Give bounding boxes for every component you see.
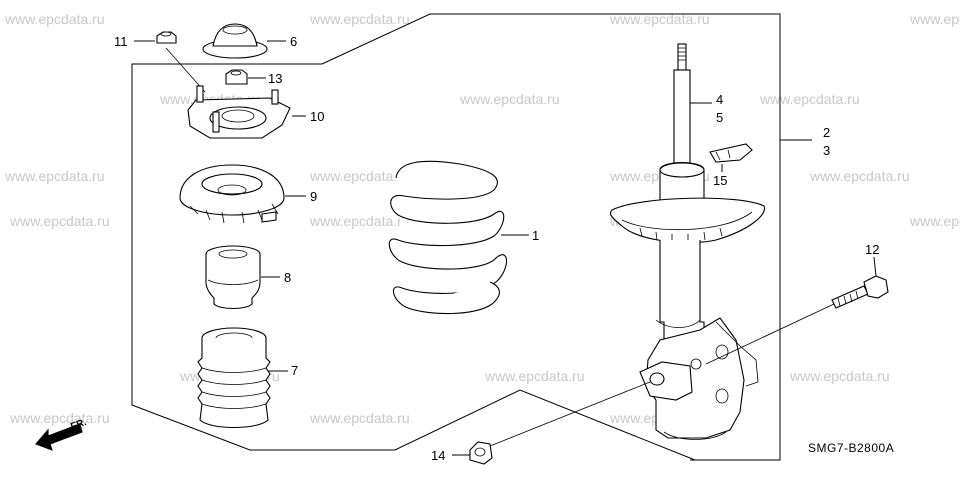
- watermark: www.epcdata.ru: [484, 368, 585, 384]
- part-1-coil-spring: [388, 160, 529, 315]
- watermark: www.epcdata.ru: [789, 368, 890, 384]
- front-label: FR.: [69, 417, 88, 433]
- callout-8: 8: [284, 270, 291, 285]
- part-8-bump-stopper: [205, 245, 280, 310]
- callout-10: 10: [310, 109, 324, 124]
- part-13-lock-nut: [225, 69, 266, 85]
- watermark-layer: www.epcdata.ru www.epcdata.ru www.epcdat…: [4, 11, 960, 426]
- callout-7: 7: [291, 363, 298, 378]
- watermark: www.epcdata.ru: [309, 213, 410, 229]
- callout-4: 4: [716, 92, 723, 107]
- callout-11: 11: [114, 34, 128, 49]
- front-direction-arrow: FR.: [35, 417, 88, 451]
- watermark: www.epcdata.ru: [309, 410, 410, 426]
- watermark: www.epcdata.ru: [309, 168, 410, 184]
- part-14-nut: [452, 381, 651, 465]
- part-7-dust-boot: [197, 327, 288, 428]
- callout-1: 1: [532, 228, 539, 243]
- callout-5: 5: [716, 110, 723, 125]
- callout-labels: 1 2 3 4 5 6 7 8 9 10 11 12 13 14 15: [114, 34, 879, 463]
- callout-3: 3: [823, 143, 830, 158]
- watermark: www.epcdata.ru: [309, 11, 410, 27]
- callout-12: 12: [865, 242, 879, 257]
- part-6-dust-cap: [202, 23, 286, 59]
- diagram-code: SMG7-B2800A: [808, 441, 894, 455]
- callout-14: 14: [431, 448, 445, 463]
- part-2-3-strut-assembly: [609, 43, 812, 440]
- callout-9: 9: [310, 189, 317, 204]
- watermark: www.epcdata.ru: [909, 11, 960, 27]
- part-10-strut-mount: [187, 85, 306, 139]
- watermark: www.epcdata.ru: [4, 168, 105, 184]
- callout-13: 13: [268, 71, 282, 86]
- watermark: www.epcdata.ru: [4, 11, 105, 27]
- watermark: www.epcdata.ru: [9, 213, 110, 229]
- assembly-boundary: [131, 13, 781, 461]
- watermark: www.epcdata.ru: [609, 11, 710, 27]
- callout-6: 6: [290, 34, 297, 49]
- part-9-spring-upper-seat: [179, 164, 306, 224]
- callout-2: 2: [823, 125, 830, 140]
- watermark: www.epcdata.ru: [9, 410, 110, 426]
- part-12-flange-bolt: [705, 256, 889, 365]
- watermark: www.epcdata.ru: [759, 91, 860, 107]
- leader-11-to-mount: [165, 47, 206, 93]
- part-11-flange-nut: [134, 31, 177, 44]
- watermark: www.epcdata.ru: [459, 91, 560, 107]
- watermark: www.epcdata.ru: [809, 168, 910, 184]
- watermark: www.epcdata.ru: [909, 213, 960, 229]
- callout-15: 15: [713, 173, 727, 188]
